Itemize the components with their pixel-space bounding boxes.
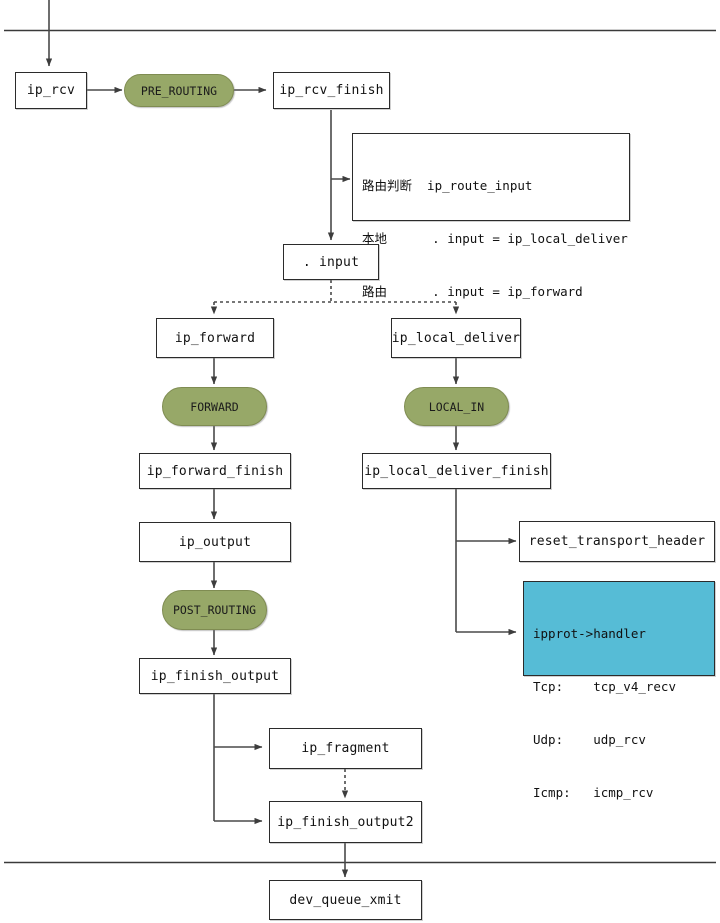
- handler-note-line-1: ipprot->handler: [533, 625, 646, 641]
- node-ip-forward[interactable]: ip_forward: [156, 318, 274, 358]
- note-route-decision: 路由判断 ip_route_input 本地 . input = ip_loca…: [352, 133, 630, 299]
- node-dev-queue-xmit[interactable]: dev_queue_xmit: [269, 880, 422, 920]
- node-ip-local-deliver-finish[interactable]: ip_local_deliver_finish: [362, 453, 551, 489]
- hook-pre-routing[interactable]: PRE_ROUTING: [124, 74, 234, 107]
- hook-post-routing[interactable]: POST_ROUTING: [162, 590, 267, 630]
- route-note-line-3: 路由 . input = ip_forward: [362, 284, 583, 299]
- handler-note-line-4: Icmp: icmp_rcv: [533, 785, 654, 801]
- node-ip-local-deliver[interactable]: ip_local_deliver: [391, 318, 521, 358]
- node-ip-rcv-finish[interactable]: ip_rcv_finish: [273, 72, 390, 109]
- node-ip-rcv[interactable]: ip_rcv: [15, 72, 87, 109]
- hook-forward[interactable]: FORWARD: [162, 387, 267, 426]
- node-input-field[interactable]: . input: [283, 244, 379, 280]
- handler-note-line-3: Udp: udp_rcv: [533, 732, 646, 747]
- node-ip-fragment[interactable]: ip_fragment: [269, 728, 422, 769]
- route-note-line-2: 本地 . input = ip_local_deliver: [362, 230, 628, 246]
- hook-local-in[interactable]: LOCAL_IN: [404, 387, 509, 426]
- node-ip-output[interactable]: ip_output: [139, 522, 291, 562]
- handler-note-line-2: Tcp: tcp_v4_recv: [533, 678, 676, 694]
- note-ipprot-handler: ipprot->handler Tcp: tcp_v4_recv Udp: ud…: [523, 581, 715, 800]
- node-ip-finish-output2[interactable]: ip_finish_output2: [269, 801, 422, 843]
- node-ip-finish-output[interactable]: ip_finish_output: [139, 658, 291, 694]
- node-reset-transport-header[interactable]: reset_transport_header: [519, 521, 715, 562]
- node-ip-forward-finish[interactable]: ip_forward_finish: [139, 453, 291, 489]
- route-note-line-1: 路由判断 ip_route_input: [362, 177, 533, 193]
